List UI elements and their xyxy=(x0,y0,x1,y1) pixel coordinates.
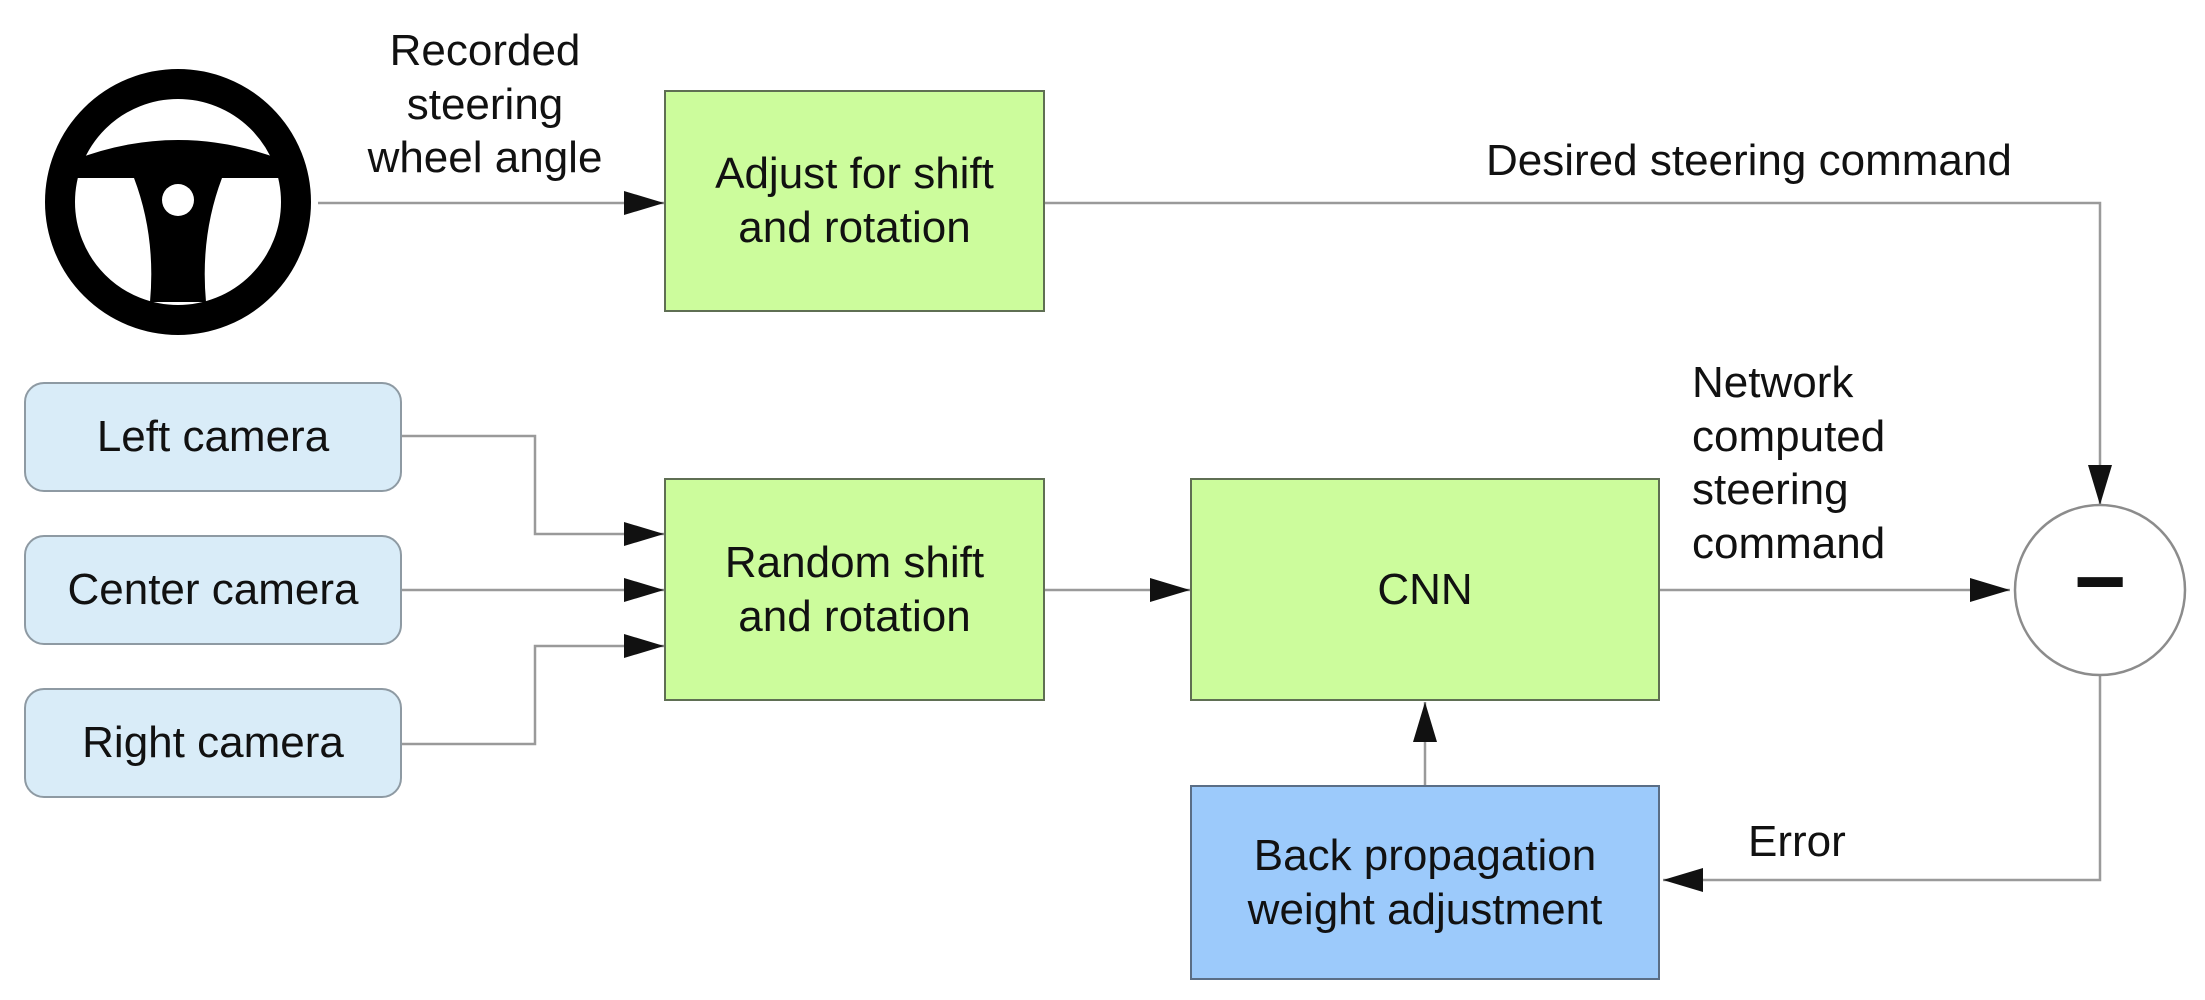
arrow-left-camera xyxy=(402,434,664,546)
adjust-shift-rotation-box: Adjust for shift and rotation xyxy=(664,90,1045,312)
desired-command-label: Desired steering command xyxy=(1486,136,2012,185)
right-camera-box: Right camera xyxy=(24,688,402,798)
network-command-label: Network computed steering command xyxy=(1692,358,1886,569)
center-camera-label: Center camera xyxy=(67,565,359,615)
cnn-box: CNN xyxy=(1190,478,1660,701)
backprop-box: Back propagation weight adjustment xyxy=(1190,785,1660,980)
subtract-symbol: − xyxy=(2074,532,2127,632)
backprop-label: Back propagation weight adjustment xyxy=(1247,830,1603,934)
steering-wheel-icon xyxy=(45,69,311,335)
center-camera-box: Center camera xyxy=(24,535,402,645)
recorded-angle-label: Recorded steering wheel angle xyxy=(367,26,603,183)
random-shift-rotation-box: Random shift and rotation xyxy=(664,478,1045,701)
left-camera-label: Left camera xyxy=(96,412,330,462)
arrow-error-to-backprop xyxy=(1663,675,2102,892)
error-label: Error xyxy=(1748,817,1846,866)
random-shift-rotation-label: Random shift and rotation xyxy=(724,537,985,641)
cnn-label: CNN xyxy=(1377,564,1473,614)
arrow-desired-to-subtract xyxy=(1045,201,2112,505)
adjust-shift-rotation-label: Adjust for shift and rotation xyxy=(715,149,994,252)
subtract-node xyxy=(2013,503,2187,677)
arrow-right-camera xyxy=(402,634,664,746)
right-camera-label: Right camera xyxy=(82,718,344,768)
left-camera-box: Left camera xyxy=(24,382,402,492)
